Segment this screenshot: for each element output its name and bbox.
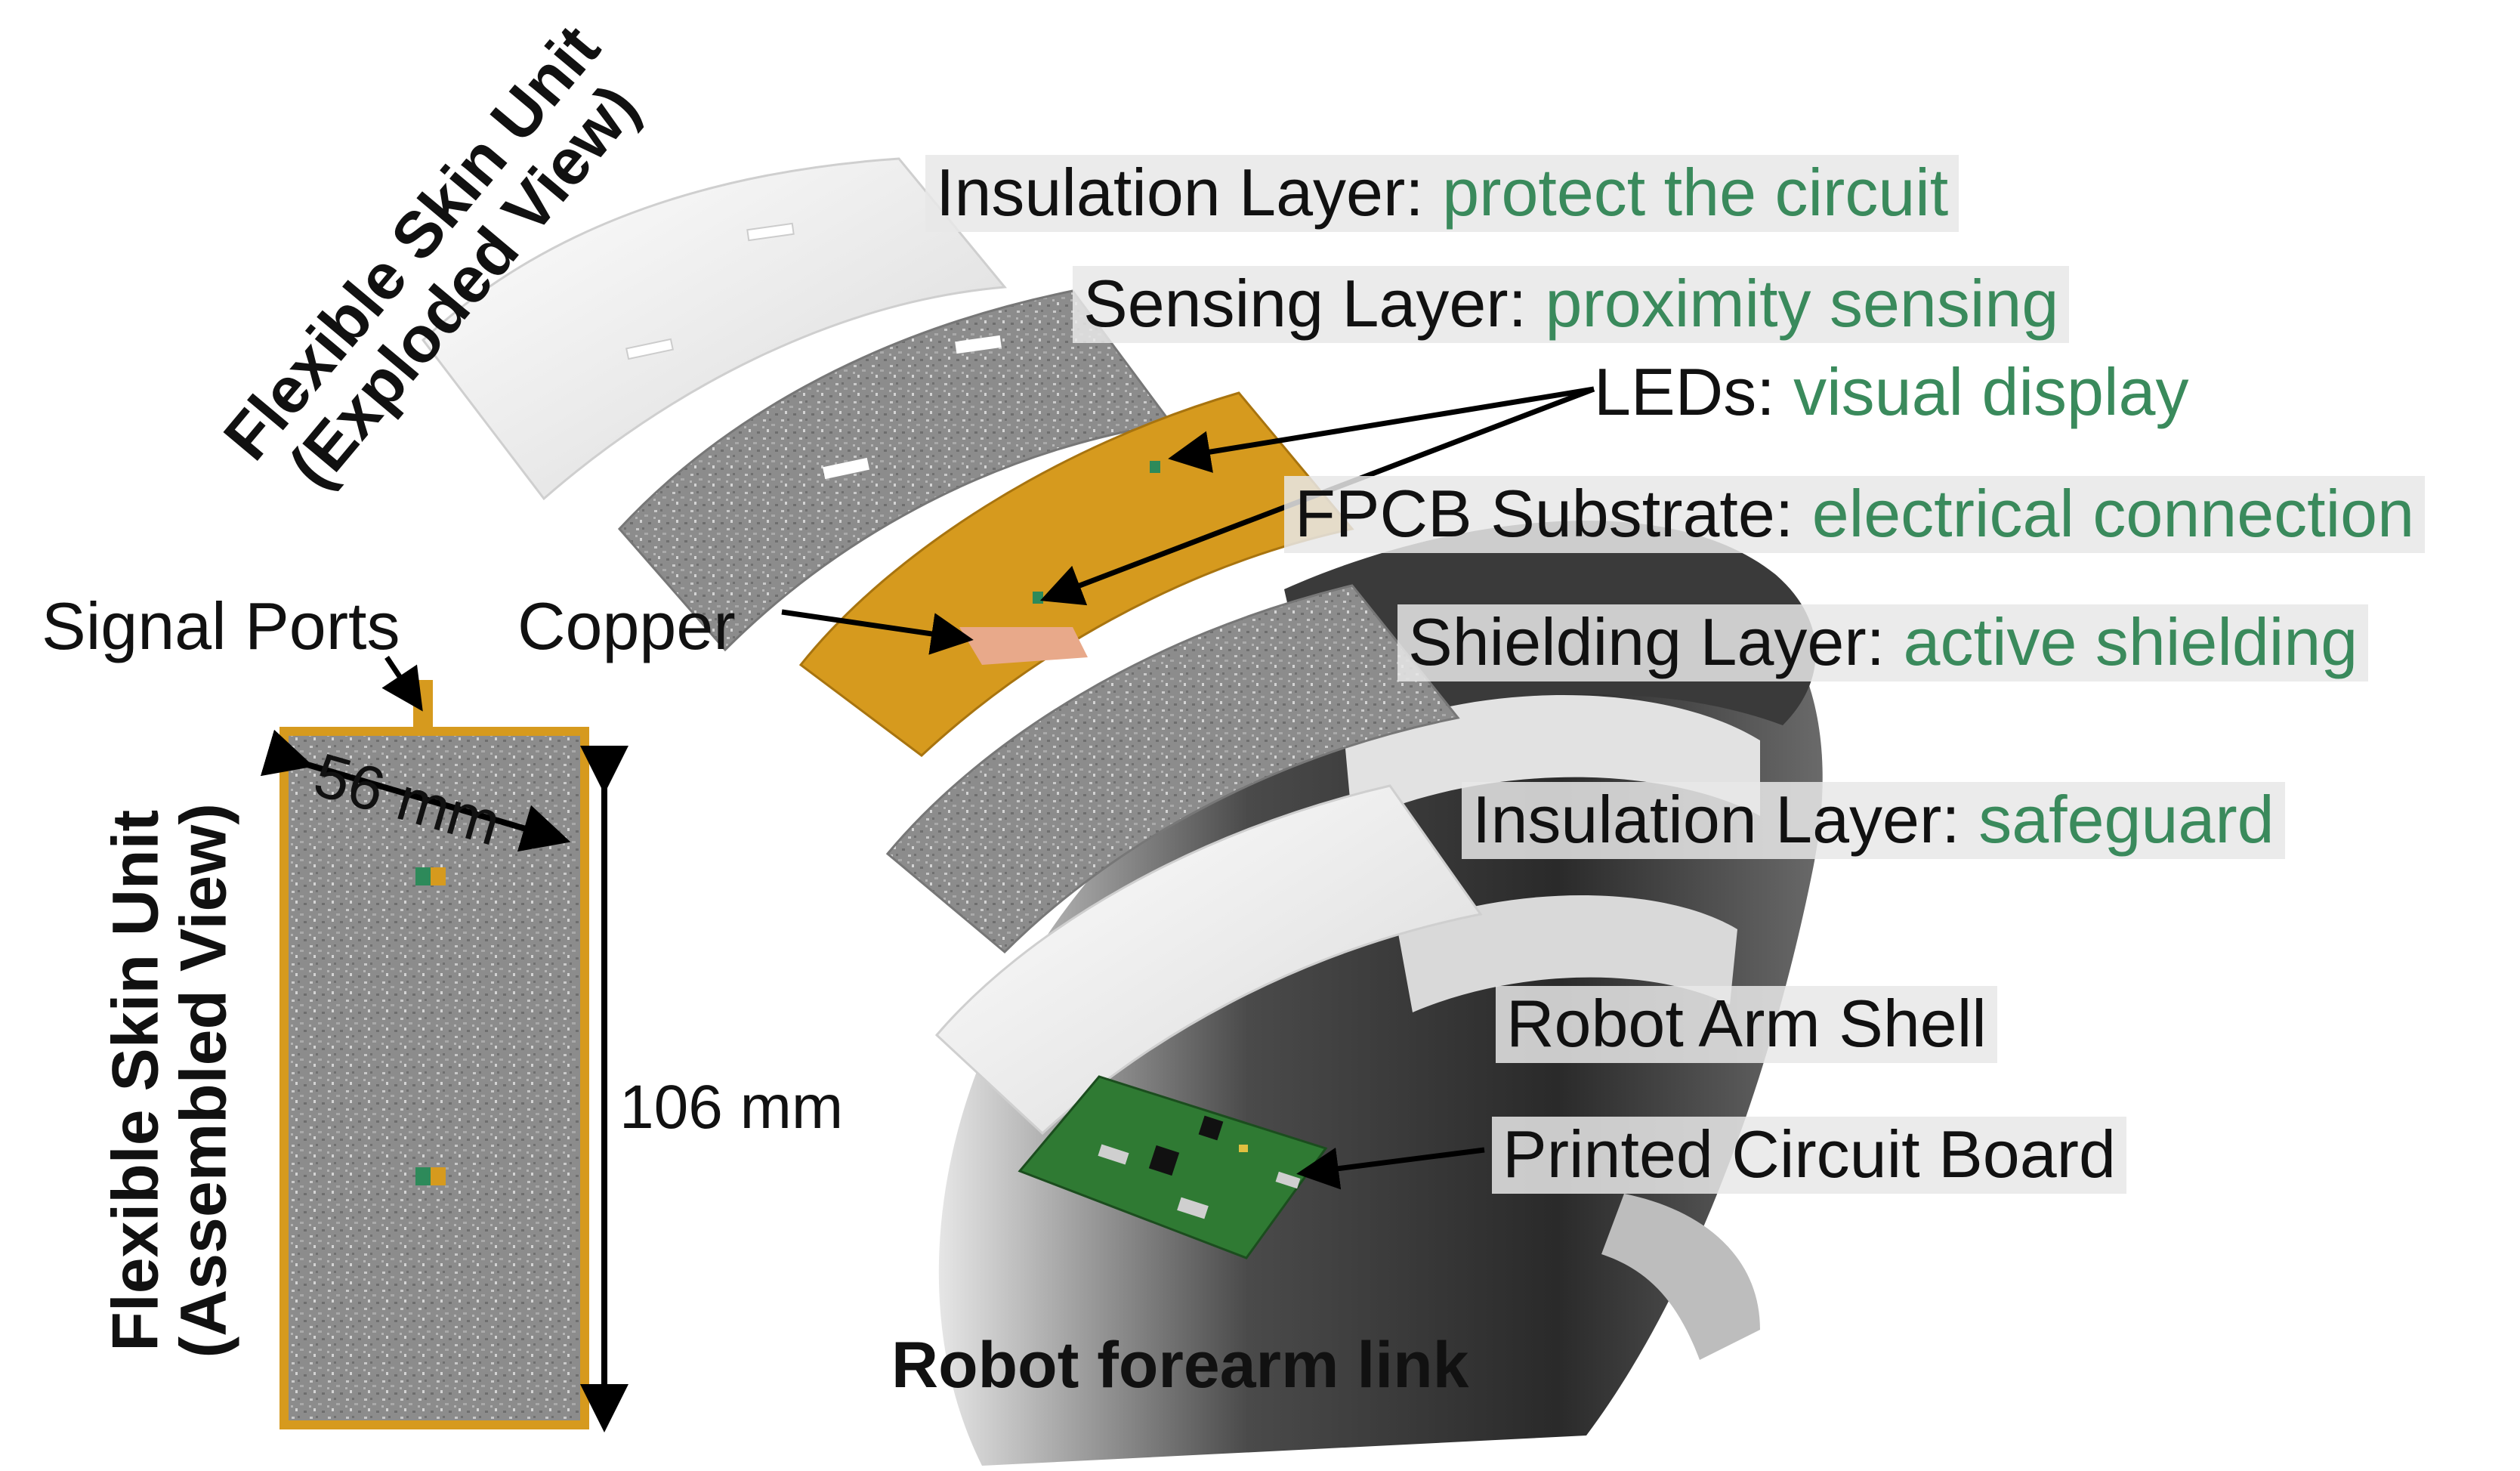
dimension-height: 106 mm <box>619 1073 844 1142</box>
label-insulation-bottom: Insulation Layer: safeguard <box>1462 782 2285 859</box>
leds-arrow-upper <box>1168 386 1595 473</box>
sensing-slot <box>955 335 1002 354</box>
sensing-slot <box>822 457 870 480</box>
printed-circuit-board <box>1018 1075 1328 1259</box>
copper-arrow <box>781 609 974 655</box>
label-leds: LEDs: visual display <box>1594 359 2188 425</box>
insulation-slot <box>625 338 674 360</box>
assembled-view-title: Flexible Skin Unit (Assembled View) <box>99 782 240 1379</box>
label-fpcb: FPCB Substrate: electrical connection <box>1284 476 2426 553</box>
label-sep: : <box>1756 354 1794 429</box>
label-desc: visual display <box>1793 354 2189 429</box>
label-desc: electrical connection <box>1811 476 2415 551</box>
label-desc: proximity sensing <box>1545 266 2059 341</box>
insulation-slot <box>746 222 795 242</box>
label-signal-ports: Signal Ports <box>42 589 400 663</box>
label-insulation-top: Insulation Layer: protect the circuit <box>925 155 1959 232</box>
label-printed-circuit-board: Printed Circuit Board <box>1492 1117 2126 1194</box>
fpcb-tab <box>963 657 974 685</box>
insulation-top-sheet <box>421 157 1007 501</box>
label-sep: : <box>1941 782 1979 857</box>
label-name: FPCB Substrate <box>1295 476 1775 551</box>
label-desc: safeguard <box>1978 782 2274 857</box>
label-desc: protect the circuit <box>1442 155 1949 230</box>
label-sensing: Sensing Layer: proximity sensing <box>1073 266 2070 343</box>
label-sep: : <box>1774 476 1812 551</box>
led-upper <box>1150 461 1160 473</box>
label-name: Insulation Layer <box>936 155 1406 230</box>
label-name: Sensing Layer <box>1083 266 1509 341</box>
label-robot-arm-shell: Robot Arm Shell <box>1496 986 1997 1063</box>
assembled-view-title-line1: Flexible Skin Unit <box>99 809 172 1352</box>
insulation-bottom-sheet <box>934 784 1483 1136</box>
pcb-arrow <box>1296 1147 1485 1190</box>
label-name: Insulation Layer <box>1472 782 1942 857</box>
assembled-led-upper <box>415 867 431 885</box>
label-sep: : <box>1405 155 1443 230</box>
label-sep: : <box>1508 266 1546 341</box>
label-copper: Copper <box>517 589 736 663</box>
assembled-view-title-line2: (Assembled View) <box>168 803 240 1358</box>
label-name: LEDs <box>1594 354 1757 429</box>
signal-ports-arrow <box>381 656 423 712</box>
copper-pad <box>959 627 1088 665</box>
forearm-title: Robot forearm link <box>891 1329 1469 1401</box>
led-lower <box>1033 592 1043 604</box>
label-name: Shielding Layer <box>1408 604 1867 679</box>
label-desc: active shielding <box>1903 604 2358 679</box>
label-sep: : <box>1866 604 1904 679</box>
label-shielding: Shielding Layer: active shielding <box>1397 604 2369 681</box>
width-dimension-arrow <box>260 729 571 852</box>
assembled-led-lower <box>415 1167 431 1185</box>
